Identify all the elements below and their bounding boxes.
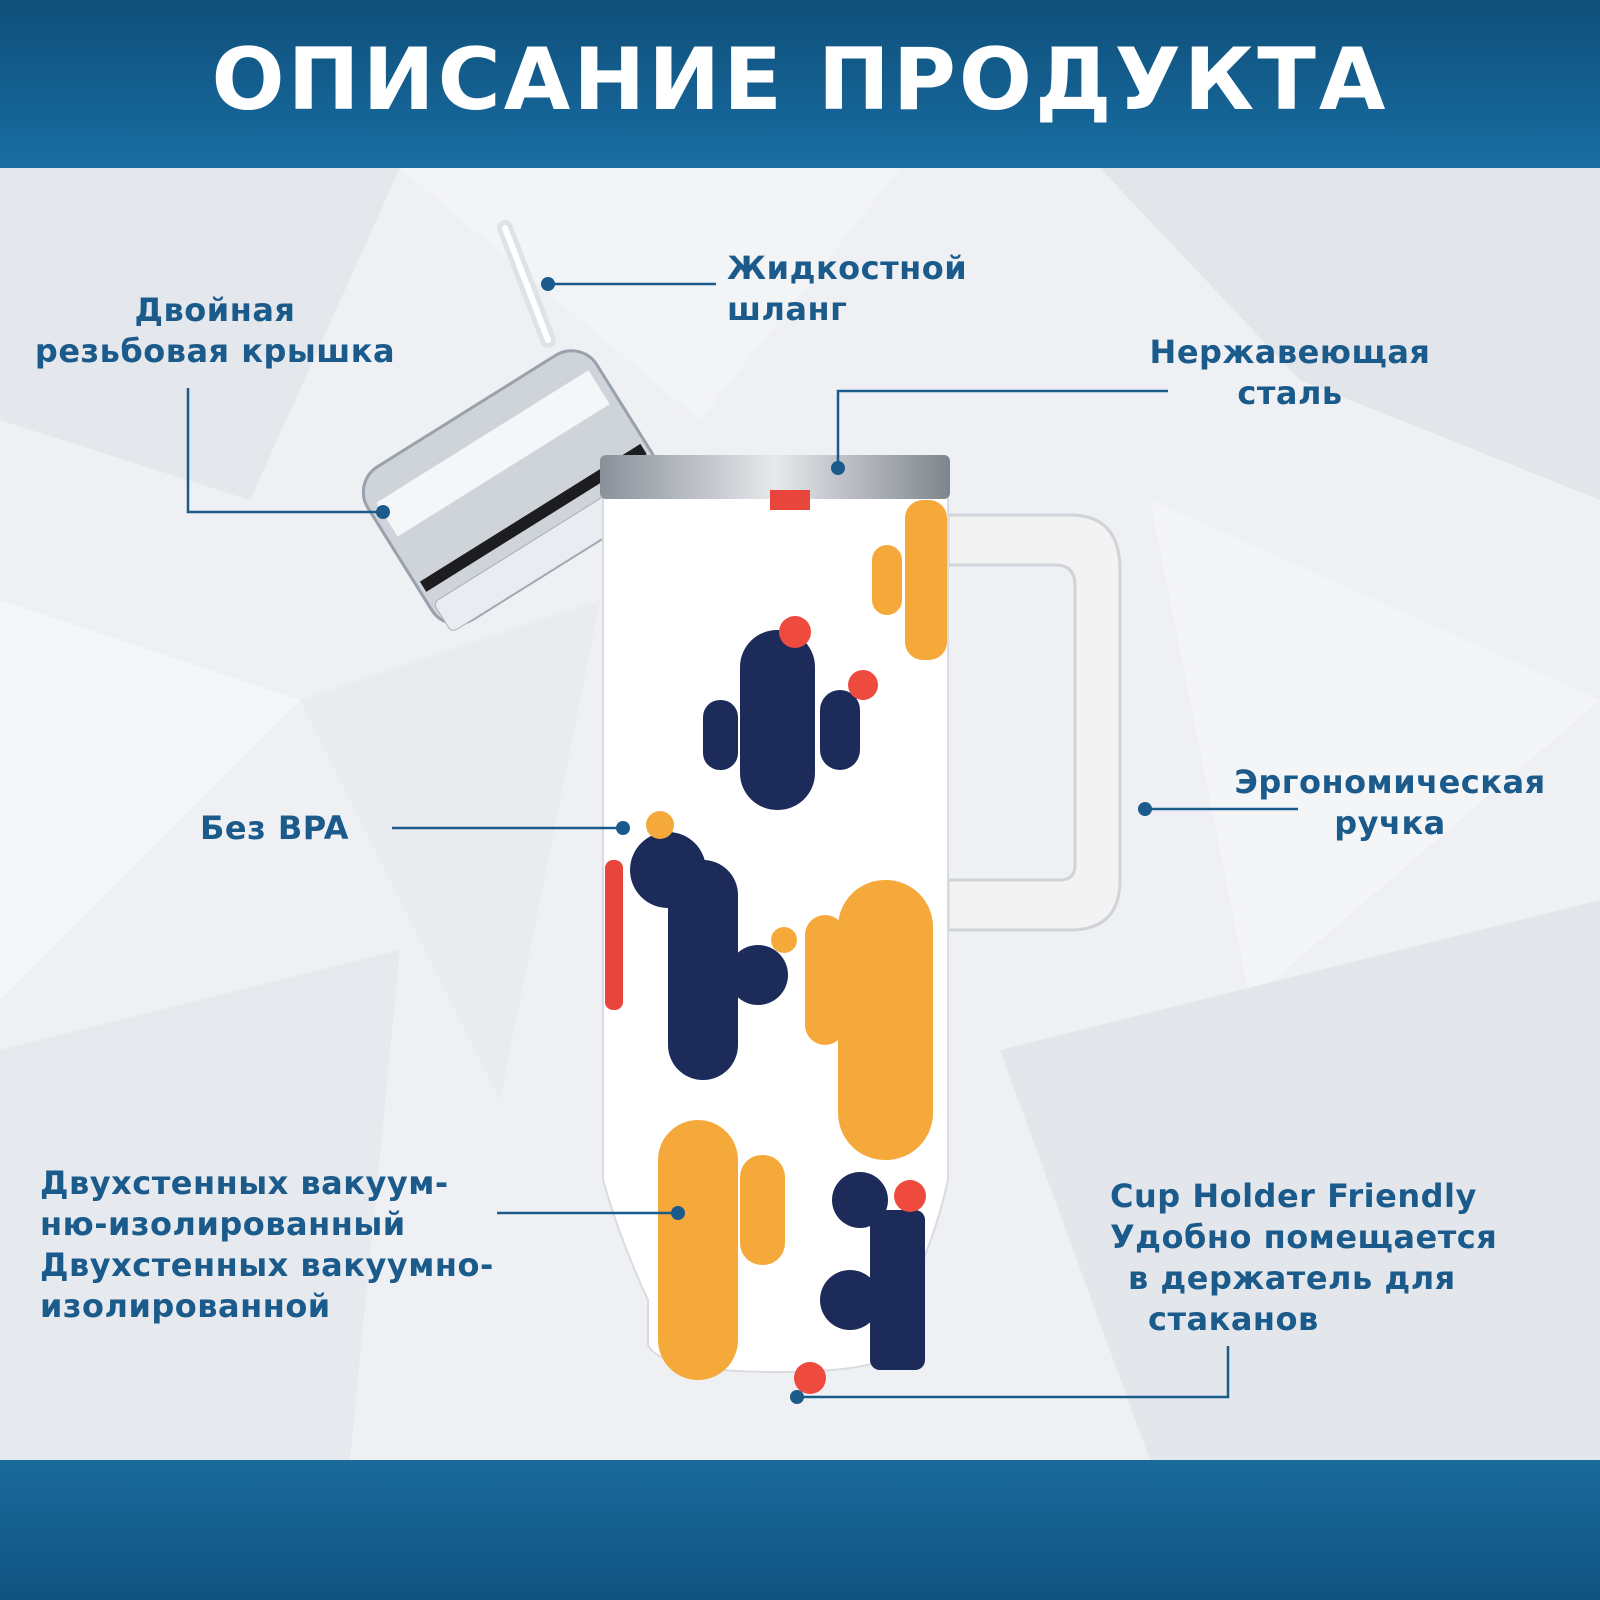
callout-lines [186,282,1298,1399]
cactus-pattern [605,490,947,1394]
callout-text: в держатель для [1128,1259,1456,1297]
callout-text: Без BPA [200,809,349,847]
callout-cup-holder: Cup Holder Friendly Удобно помещается в … [1110,1176,1497,1340]
callout-text: Двойная [134,291,296,329]
callout-text: Cup Holder Friendly [1110,1177,1477,1215]
callout-bpa: Без BPA [200,808,349,849]
straw-icon [497,220,556,348]
callout-text: ню-изолированный [40,1205,406,1243]
callout-text: Эргономическая [1234,763,1546,801]
callout-text: Двухстенных вакуумно- [40,1246,494,1284]
callout-text: Жидкостной [727,249,968,287]
page-title: ОПИСАНИЕ ПРОДУКТА [211,30,1389,130]
callout-text: ручка [1334,804,1446,842]
callout-text: резьбовая крышка [34,332,396,370]
callout-insulation: Двухстенных вакуум- ню-изолированный Дву… [40,1163,494,1327]
callout-steel: Нержавеющая сталь [1120,332,1460,414]
callout-text: Двухстенных вакуум- [40,1164,449,1202]
header-band: ОПИСАНИЕ ПРОДУКТА [0,0,1600,168]
callout-lid: Двойная резьбовая крышка [10,290,420,372]
footer-band [0,1460,1600,1600]
callout-dots [376,277,1152,1404]
callout-text: шланг [727,290,848,328]
callout-text: стаканов [1148,1300,1319,1338]
handle-icon [946,513,1122,932]
callout-handle: Эргономическая ручка [1195,762,1585,844]
callout-text: Удобно помещается [1110,1218,1498,1256]
callout-straw: Жидкостной шланг [727,248,967,330]
callout-text: Нержавеющая [1149,333,1431,371]
steel-rim [600,455,950,499]
callout-text: сталь [1237,374,1343,412]
callout-text: изолированной [40,1287,331,1325]
